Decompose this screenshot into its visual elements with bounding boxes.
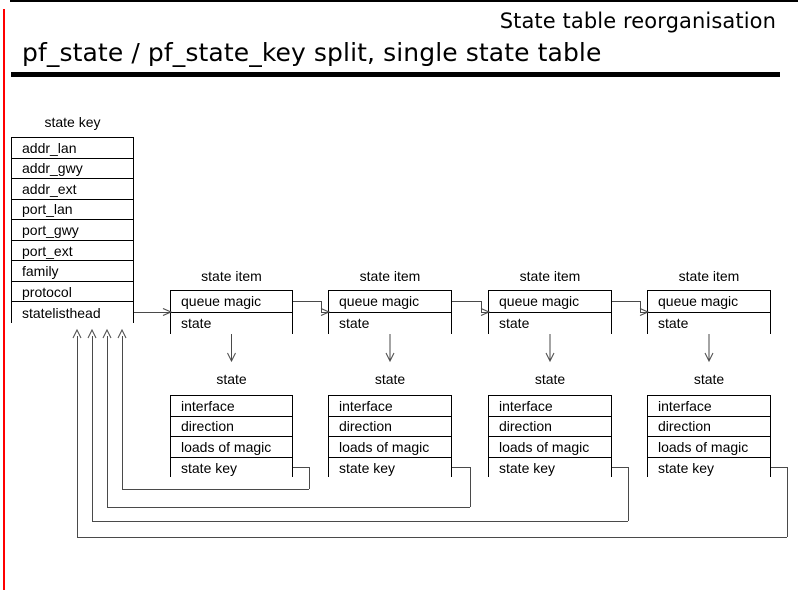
state-key-field: family	[12, 261, 133, 282]
link-item3-out	[612, 301, 640, 302]
state-item-caption: state item	[359, 268, 421, 284]
return2-out	[452, 467, 470, 468]
state-caption: state	[534, 371, 566, 387]
state-field: interface	[171, 396, 292, 417]
link-item1-out	[293, 301, 321, 302]
state-item-field: queue magic	[171, 291, 292, 313]
return1-drop	[309, 467, 310, 489]
state-box: interface direction loads of magic state…	[647, 395, 771, 478]
state-field: state key	[489, 457, 611, 478]
state-item-box: queue magic state	[170, 290, 293, 334]
link-item1-to-item2	[321, 312, 328, 313]
state-key-field: protocol	[12, 281, 133, 303]
link-statelisthead-to-item1	[134, 312, 170, 313]
link-item1-drop	[321, 301, 322, 312]
return1-run	[122, 489, 309, 490]
state-item-field: state	[648, 312, 770, 334]
state-item-box: queue magic state	[328, 290, 452, 334]
state-box: interface direction loads of magic state…	[328, 395, 452, 478]
state-box: interface direction loads of magic state…	[170, 395, 293, 478]
return1-out	[293, 467, 309, 468]
state-item-field: queue magic	[329, 291, 451, 313]
link-item3-to-item4	[640, 312, 647, 313]
return3-run	[92, 521, 628, 522]
return4-out	[771, 467, 787, 468]
state-field: state key	[648, 457, 770, 478]
state-item-field: state	[171, 312, 292, 334]
state-field: direction	[171, 416, 292, 437]
return4-run	[77, 537, 787, 538]
state-field: loads of magic	[648, 437, 770, 458]
state-field: direction	[489, 416, 611, 437]
state-field: loads of magic	[171, 437, 292, 458]
link-item2-drop	[481, 301, 482, 312]
state-item-field: queue magic	[648, 291, 770, 313]
return3-drop	[628, 467, 629, 521]
state-key-table: addr_lan addr_gwy addr_ext port_lan port…	[11, 137, 134, 323]
state-key-caption: state key	[44, 114, 101, 130]
state-key-field: statelisthead	[12, 302, 133, 323]
link-item2-out	[452, 301, 481, 302]
state-item-caption: state item	[201, 268, 262, 284]
state-key-field: port_gwy	[12, 220, 133, 241]
return2-run	[107, 507, 470, 508]
left-red-rail	[3, 9, 5, 590]
state-key-field: addr_lan	[12, 138, 133, 159]
return2-drop	[470, 467, 471, 507]
return3-rise	[92, 336, 93, 521]
state-field: interface	[329, 396, 451, 417]
title-underline-rule	[11, 72, 780, 77]
state-key-field: addr_gwy	[12, 158, 133, 180]
state-item-box: queue magic state	[488, 290, 612, 334]
slide-kicker: State table reorganisation	[499, 9, 776, 33]
state-field: loads of magic	[489, 437, 611, 458]
state-item-field: queue magic	[489, 291, 611, 313]
top-rule	[10, 0, 798, 2]
state-field: state key	[329, 457, 451, 478]
state-caption: state	[693, 371, 725, 387]
state-field: interface	[648, 396, 770, 417]
state-key-field: port_ext	[12, 240, 133, 262]
return2-rise	[107, 336, 108, 507]
state-caption: state	[374, 371, 406, 387]
state-item-caption: state item	[678, 268, 740, 284]
state-item-caption: state item	[519, 268, 581, 284]
state-item-box: queue magic state	[647, 290, 771, 334]
link-item2-to-item3	[481, 312, 488, 313]
state-item-field: state	[489, 312, 611, 334]
state-field: direction	[648, 416, 770, 437]
state-box: interface direction loads of magic state…	[488, 395, 612, 478]
state-field: state key	[171, 457, 292, 478]
return1-rise	[122, 336, 123, 489]
return3-out	[612, 467, 628, 468]
state-field: interface	[489, 396, 611, 417]
state-item-field: state	[329, 312, 451, 334]
state-key-field: port_lan	[12, 199, 133, 221]
state-key-field: addr_ext	[12, 179, 133, 200]
state-caption: state	[216, 371, 247, 387]
return4-drop	[787, 467, 788, 537]
state-field: loads of magic	[329, 437, 451, 458]
return4-rise	[77, 336, 78, 537]
link-item3-drop	[640, 301, 641, 312]
state-field: direction	[329, 416, 451, 437]
page-title: pf_state / pf_state_key split, single st…	[22, 38, 602, 67]
